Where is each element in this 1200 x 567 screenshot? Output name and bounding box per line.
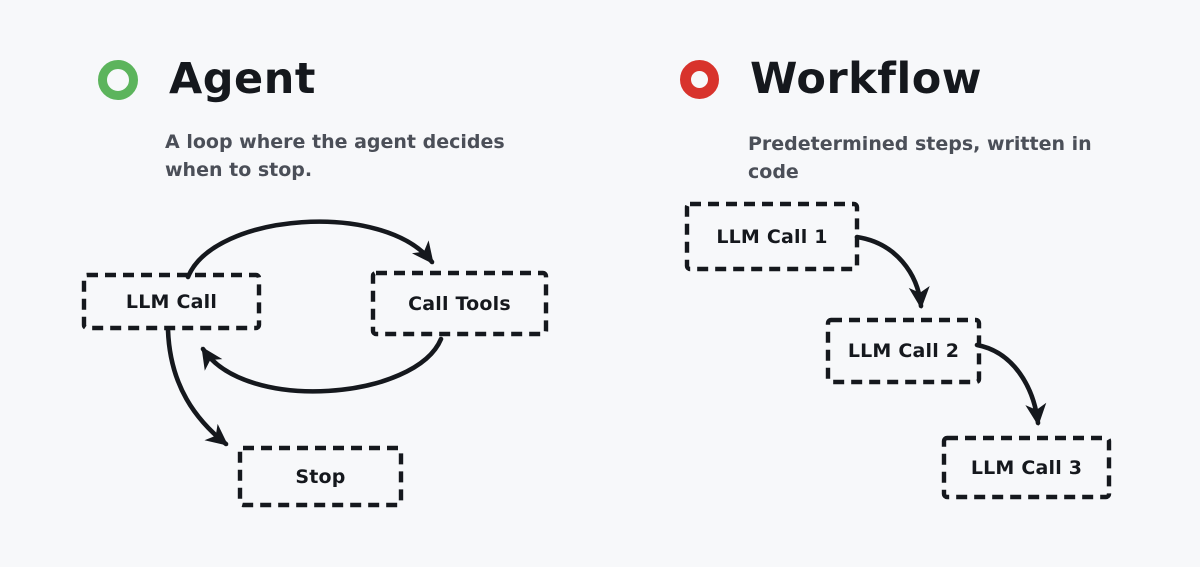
node-frame-call-tools (370, 270, 549, 337)
node-label-llm-call-1: LLM Call 1 (716, 225, 828, 248)
edge-llm-call-to-stop (165, 327, 229, 447)
workflow-panel-header: Workflow (680, 58, 982, 101)
node-label-llm-call-3: LLM Call 3 (970, 456, 1083, 479)
workflow-panel-title: Workflow (750, 54, 982, 104)
agent-panel-subtitle: A loop where the agent decides when to s… (165, 131, 505, 181)
node-call-tools[interactable]: Call Tools (373, 273, 546, 334)
agent-panel-header: Agent (98, 58, 316, 101)
node-label-stop: Stop (295, 465, 346, 488)
node-llm-call-1[interactable]: LLM Call 1 (687, 204, 857, 269)
workflow-panel-subtitle: Predetermined steps, written in code (748, 133, 1092, 183)
red-ring-icon (680, 60, 719, 99)
node-stop[interactable]: Stop (240, 448, 401, 505)
agent-edges (165, 219, 444, 447)
node-frame-stop (237, 445, 404, 508)
node-llm-call[interactable]: LLM Call (84, 275, 259, 328)
node-llm-call-3[interactable]: LLM Call 3 (944, 438, 1109, 497)
edge-llm-call-1-to-llm-call-2 (854, 234, 930, 309)
node-frame-llm-call-3 (941, 435, 1112, 500)
node-frame-llm-call (81, 272, 262, 331)
node-label-llm-call: LLM Call (125, 290, 218, 313)
edge-llm-call-to-call-tools (185, 219, 435, 280)
node-label-llm-call-2: LLM Call 2 (847, 340, 960, 362)
node-llm-call-2[interactable]: LLM Call 2 (828, 320, 979, 382)
edge-call-tools-to-llm-call (200, 336, 444, 394)
workflow-edges (854, 234, 1047, 426)
workflow-panel: Workflow Predetermined steps, written in… (600, 0, 1200, 567)
node-label-call-tools: Call Tools (408, 292, 511, 315)
agent-node-frames (81, 270, 549, 508)
agent-panel: Agent A loop where the agent decides whe… (84, 58, 546, 505)
edge-llm-call-2-to-llm-call-3 (974, 342, 1047, 426)
node-frame-llm-call-2 (825, 317, 982, 385)
green-ring-icon (98, 59, 138, 100)
agent-panel-title: Agent (169, 54, 316, 104)
